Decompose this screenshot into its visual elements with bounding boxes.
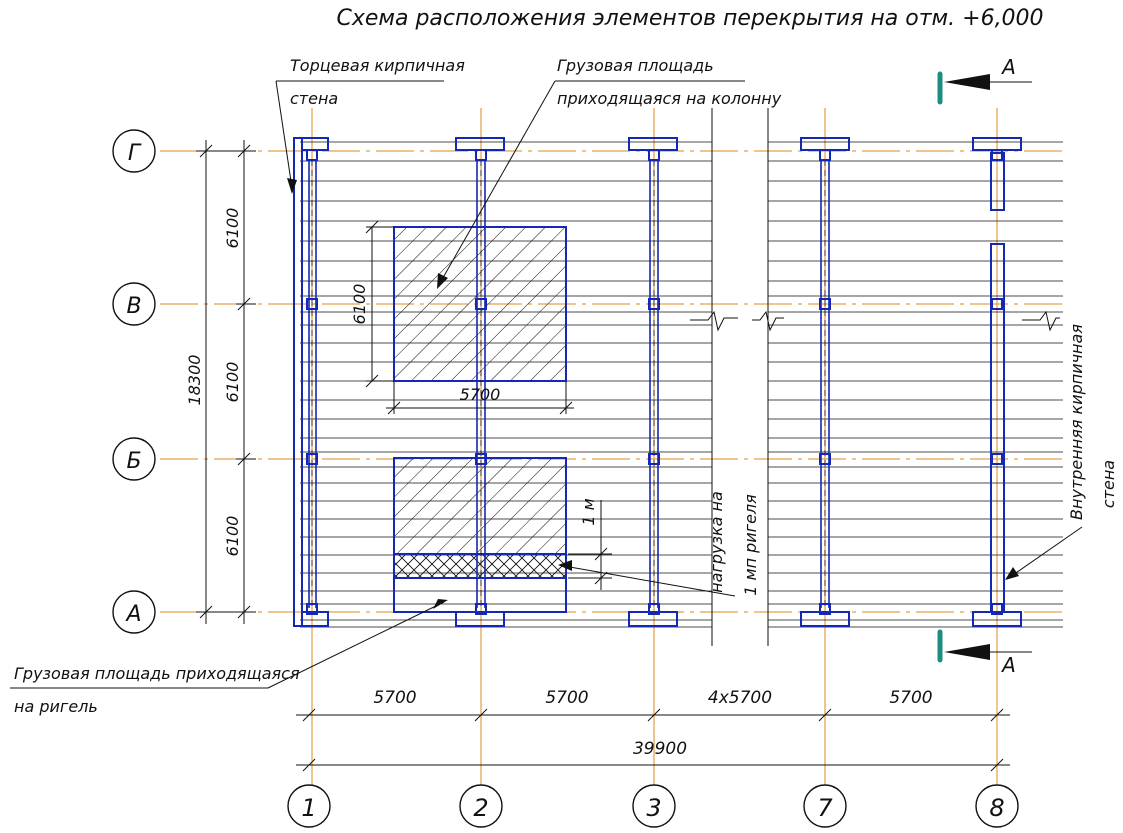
row-marker-b: Б: [126, 449, 141, 474]
end-wall-label: Торцевая кирпичная: [290, 56, 465, 75]
dim-row-span-3: 6100: [223, 516, 242, 557]
column-area-label: Грузовая площадь: [557, 56, 714, 75]
load-label-2: 1 мп ригеля: [741, 494, 760, 596]
left-dimensions: [196, 140, 256, 624]
end-brick-wall: [293, 137, 303, 627]
dim-col-total: 39900: [633, 739, 687, 759]
girder-load-area: [393, 457, 567, 555]
inner-wall-label: Внутренняя кирпичная: [1067, 324, 1086, 520]
girders: [308, 160, 830, 608]
col-marker-7: 7: [817, 794, 833, 822]
column-load-area: [393, 226, 567, 382]
columns: [306, 149, 1003, 615]
end-wall-label-2: стена: [290, 89, 338, 108]
leader-lines: [10, 80, 1083, 689]
girder-area-label-2: на ригель: [14, 697, 98, 716]
load-areas: [393, 226, 567, 613]
dim-strip-width: 1 м: [579, 498, 598, 525]
row-marker-v: В: [126, 294, 141, 319]
dim-col-span-4: 5700: [889, 688, 932, 708]
girder-lower-area: [393, 577, 567, 613]
col-marker-3: 3: [646, 794, 661, 822]
drawing-title: Схема расположения элементов перекрытия …: [336, 6, 1043, 31]
leader-arrows: [287, 178, 1019, 609]
col-marker-8: 8: [989, 794, 1004, 822]
dim-col-span-1: 5700: [373, 688, 416, 708]
area-dimensions: [365, 220, 612, 590]
dim-row-total: 18300: [185, 355, 204, 406]
col-marker-1: 1: [301, 794, 316, 822]
column-area-label-2: приходящаяся на колонну: [557, 89, 782, 108]
load-label: нагрузка на: [707, 491, 726, 593]
row-marker-g: Г: [128, 141, 142, 166]
row-markers: Г В Б А: [112, 129, 156, 634]
bottom-dimensions: [296, 708, 1010, 772]
section-cut-markers: [937, 71, 1032, 663]
girder-caps: [301, 137, 1022, 627]
dim-area-height: 6100: [350, 284, 369, 325]
girder-strip-1m: [393, 553, 567, 579]
col-marker-2: 2: [473, 794, 488, 822]
girder-dashes: [311, 160, 826, 608]
break-lines: [690, 108, 1060, 646]
dim-col-span-2: 5700: [545, 688, 588, 708]
section-mark-bottom: А: [1000, 653, 1016, 677]
section-mark-top: А: [1000, 55, 1016, 79]
girder-area-label: Грузовая площадь приходящаяся: [14, 664, 300, 683]
row-marker-a: А: [124, 602, 141, 627]
dim-row-span-1: 6100: [223, 208, 242, 249]
inner-wall-label-2: стена: [1099, 460, 1118, 508]
column-markers: 1 2 3 7 8: [287, 784, 1019, 828]
dim-area-width: 5700: [460, 385, 501, 404]
dim-col-span-3: 4x5700: [708, 688, 772, 708]
grid-axes: [160, 108, 1063, 785]
dim-row-span-2: 6100: [223, 362, 242, 403]
